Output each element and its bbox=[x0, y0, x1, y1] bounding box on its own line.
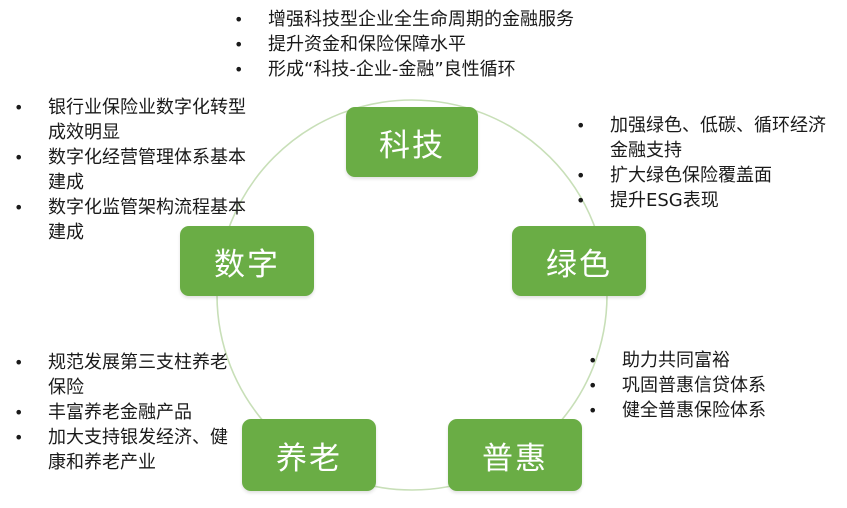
bullets-tech: 增强科技型企业全生命周期的金融服务 提升资金和保险保障水平 形成“科技-企业-金… bbox=[234, 7, 574, 82]
bullet-item: 提升资金和保险保障水平 bbox=[234, 32, 574, 57]
bullet-item: 巩固普惠信贷体系 bbox=[588, 373, 766, 398]
bullet-item: 数字化经营管理体系基本建成 bbox=[14, 145, 246, 195]
bullet-item: 扩大绿色保险覆盖面 bbox=[576, 163, 826, 188]
node-green: 绿色 bbox=[512, 226, 646, 296]
bullet-item: 增强科技型企业全生命周期的金融服务 bbox=[234, 7, 574, 32]
bullet-item: 形成“科技-企业-金融”良性循环 bbox=[234, 57, 574, 82]
bullet-item: 健全普惠保险体系 bbox=[588, 398, 766, 423]
bullet-item: 加强绿色、低碳、循环经济金融支持 bbox=[576, 113, 826, 163]
bullets-pension: 规范发展第三支柱养老保险 丰富养老金融产品 加大支持银发经济、健康和养老产业 bbox=[14, 350, 239, 475]
node-tech: 科技 bbox=[346, 107, 478, 177]
bullet-item: 银行业保险业数字化转型成效明显 bbox=[14, 95, 246, 145]
node-pension: 养老 bbox=[242, 419, 376, 491]
bullet-item: 规范发展第三支柱养老保险 bbox=[14, 350, 239, 400]
bullets-digital: 银行业保险业数字化转型成效明显 数字化经营管理体系基本建成 数字化监管架构流程基… bbox=[14, 95, 246, 245]
bullet-item: 提升ESG表现 bbox=[576, 188, 826, 213]
node-inclusive: 普惠 bbox=[448, 419, 582, 491]
bullet-item: 助力共同富裕 bbox=[588, 348, 766, 373]
bullet-item: 丰富养老金融产品 bbox=[14, 400, 239, 425]
bullet-item: 数字化监管架构流程基本建成 bbox=[14, 195, 246, 245]
bullet-item: 加大支持银发经济、健康和养老产业 bbox=[14, 425, 239, 475]
bullets-inclusive: 助力共同富裕 巩固普惠信贷体系 健全普惠保险体系 bbox=[588, 348, 766, 423]
bullets-green: 加强绿色、低碳、循环经济金融支持 扩大绿色保险覆盖面 提升ESG表现 bbox=[576, 113, 826, 213]
node-digital: 数字 bbox=[180, 226, 314, 296]
